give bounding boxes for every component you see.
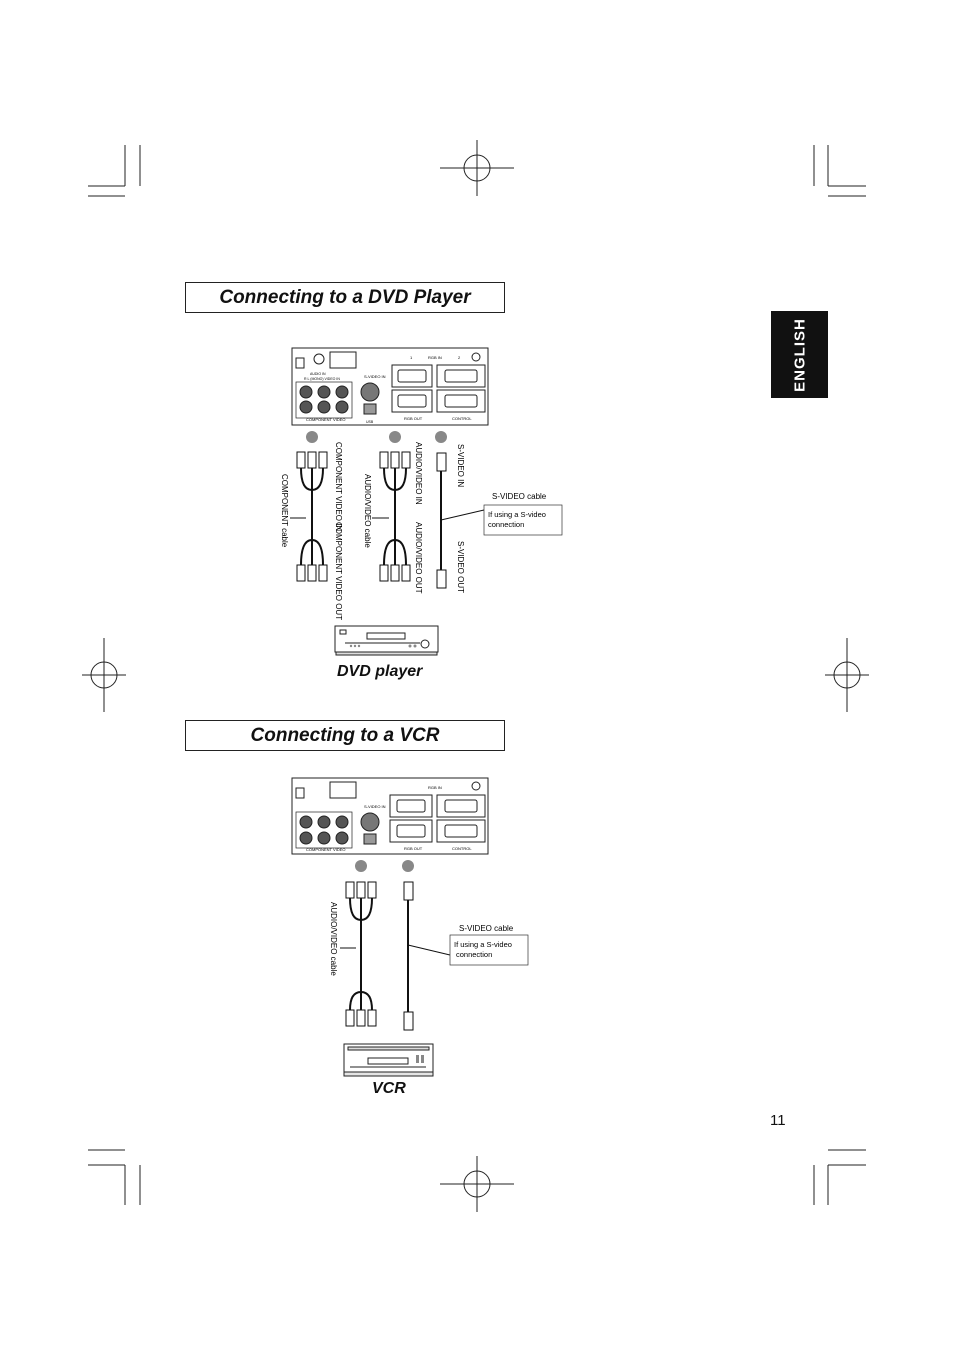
vcr-av-cable-label: AUDIO/VIDEO cable (329, 902, 338, 976)
vcr-av-connection-marker (355, 860, 367, 872)
vcr-label: VCR (372, 1080, 406, 1097)
vcr-svideo-note-box (449, 934, 529, 966)
projector-panel: RGB IN 1 2 RGB OUT CONTROL S-VIDEO IN AU… (291, 347, 489, 426)
dvd-player-illustration (334, 625, 439, 656)
panel-port-2-label: 2 (458, 355, 461, 360)
panel-svideo-in-label: S-VIDEO IN (364, 374, 386, 379)
panel-component-video-label: COMPONENT VIDEO (306, 417, 346, 422)
vcr-section-title: Connecting to a VCR (185, 720, 505, 751)
vcr-projector-panel: RGB IN RGB OUT CONTROL S-VIDEO IN COMPON… (291, 777, 489, 855)
av-connection-marker (389, 431, 401, 443)
panel-rgb-out-label: RGB OUT (404, 416, 423, 421)
vcr-connection-diagram: RGB IN RGB OUT CONTROL S-VIDEO IN COMPON… (291, 777, 529, 1077)
language-tab: ENGLISH (771, 311, 828, 398)
av-cable-label: AUDIO/VIDEO cable (363, 474, 372, 548)
vcr-panel-rgb-in-label: RGB IN (428, 785, 442, 790)
page-number: 11 (770, 1112, 786, 1129)
av-in-label: AUDIO/VIDEO IN (414, 442, 423, 505)
dvd-connection-diagram: RGB IN 1 2 RGB OUT CONTROL S-VIDEO IN AU… (280, 347, 563, 656)
av-cable (372, 451, 411, 582)
vcr-panel-control-label: CONTROL (452, 846, 472, 851)
component-in-label: COMPONENT VIDEO IN (334, 442, 343, 531)
svideo-note-line-2: connection (488, 520, 524, 529)
svideo-connection-marker (435, 431, 447, 443)
vcr-svideo-note-line-1: If using a S-video (454, 940, 512, 949)
vcr-svideo-cable (403, 881, 451, 1031)
panel-control-label: CONTROL (452, 416, 472, 421)
component-cable (290, 451, 328, 582)
component-cable-label: COMPONENT cable (280, 474, 289, 548)
vcr-illustration (343, 1043, 434, 1077)
svideo-note-box (483, 504, 563, 536)
vcr-av-cable (340, 881, 377, 1027)
svideo-out-label: S-VIDEO OUT (456, 541, 465, 593)
panel-audio-channels-label: R L (MONO) VIDEO IN (304, 377, 340, 381)
svideo-note-line-1: If using a S-video (488, 510, 546, 519)
panel-usb-label: USB (366, 420, 374, 424)
vcr-panel-svideo-in-label: S-VIDEO IN (364, 804, 386, 809)
vcr-panel-component-video-label: COMPONENT VIDEO (306, 847, 346, 852)
svideo-cable-label: S-VIDEO cable (492, 492, 547, 501)
component-out-label: COMPONENT VIDEO OUT (334, 522, 343, 620)
dvd-player-label: DVD player (337, 663, 423, 680)
vcr-section-title-text: Connecting to a VCR (250, 724, 440, 746)
dvd-section-title: Connecting to a DVD Player (185, 282, 505, 313)
svideo-in-label: S-VIDEO IN (456, 444, 465, 487)
panel-port-1-label: 1 (410, 355, 413, 360)
component-connection-marker (306, 431, 318, 443)
vcr-svideo-note-line-2: connection (456, 950, 492, 959)
av-out-label: AUDIO/VIDEO OUT (414, 522, 423, 594)
panel-audio-in-label: AUDIO IN (310, 372, 326, 376)
vcr-svideo-connection-marker (402, 860, 414, 872)
vcr-svideo-cable-label: S-VIDEO cable (459, 924, 514, 933)
svideo-cable (436, 452, 485, 589)
dvd-section-title-text: Connecting to a DVD Player (219, 286, 471, 308)
panel-rgb-in-label: RGB IN (428, 355, 442, 360)
vcr-panel-rgb-out-label: RGB OUT (404, 846, 423, 851)
